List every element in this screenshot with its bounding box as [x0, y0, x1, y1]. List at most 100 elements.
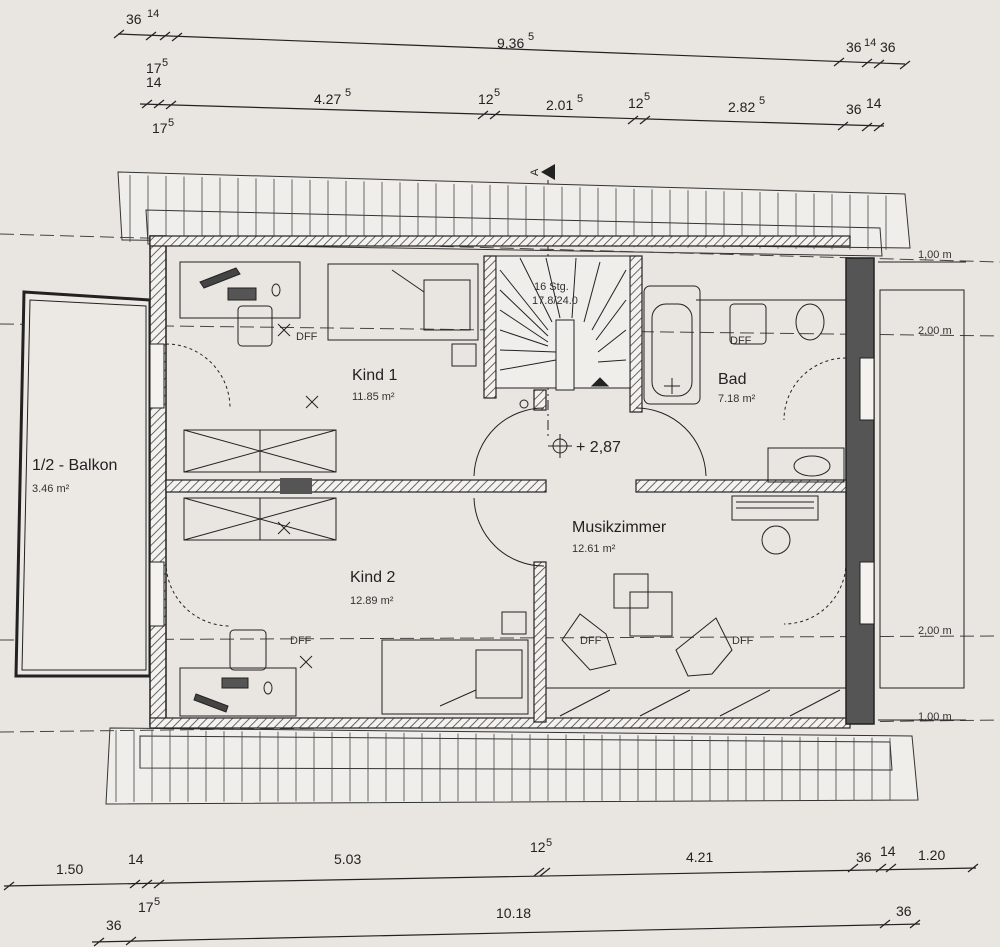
top2-seg2: 2.01 [546, 97, 573, 113]
wall-kind-divider [165, 479, 547, 493]
window-west-2 [149, 561, 165, 627]
roof-overhang-top [117, 171, 911, 257]
bad-furniture [643, 285, 846, 483]
wall-west [149, 235, 167, 727]
room-kind2-area: 12.89 m² [350, 595, 394, 607]
bottom2-right-36: 36 [896, 903, 912, 919]
room-bad-area: 7.18 m² [718, 393, 756, 405]
bed-kind2-pillow [475, 649, 523, 699]
roof-tiles-bottom [115, 730, 891, 802]
room-kind1-area: 11.85 m² [352, 391, 395, 403]
top2-w1-sup: 5 [494, 87, 500, 99]
toilet-bowl [795, 303, 825, 341]
top-dimension-line-2 [139, 99, 885, 132]
toilet [729, 303, 767, 345]
wall-stair-stub [533, 389, 547, 411]
armchair-1 [561, 613, 617, 671]
top2-seg3: 2.82 [728, 99, 755, 115]
bottom2-main: 10.18 [496, 905, 531, 921]
top1-main: 9.36 [497, 35, 524, 51]
stairs-ratio: 17.8/24.0 [532, 295, 578, 307]
top1-left-14: 14 [147, 8, 159, 20]
wall-north [149, 235, 851, 247]
bed-kind2-fold [439, 689, 477, 707]
wall-east [845, 257, 875, 725]
bed-kind1-fold [391, 269, 425, 293]
balcony [14, 290, 152, 678]
coffee-table [629, 591, 673, 637]
armchair-2 [675, 617, 733, 677]
top-dimension-line-1 [113, 29, 911, 70]
top1-left-36: 36 [126, 11, 142, 27]
lamp-icon [199, 267, 241, 289]
lamp-icon [193, 693, 229, 713]
bottom1-seg2: 5.03 [334, 851, 361, 867]
room-musik-name: Musikzimmer [572, 519, 667, 536]
room-kind1-name: Kind 1 [352, 367, 397, 384]
top2-seg3-sup: 5 [759, 95, 765, 107]
top1-right-36b: 36 [880, 39, 896, 55]
desk-kind1 [179, 261, 301, 319]
bed-kind1-pillow [423, 279, 471, 331]
bottom1-w1: 14 [128, 851, 144, 867]
mouse-icon [271, 283, 281, 297]
top1-left-175-sup: 5 [162, 57, 168, 69]
right-height-4: 1,00 m [918, 711, 952, 723]
window-east-1 [859, 357, 875, 421]
kind2-furniture [179, 521, 529, 717]
wall-bad-west [629, 255, 643, 413]
kind1-dff: DFF [296, 331, 318, 343]
room-balkon-area: 3.46 m² [32, 483, 70, 495]
stairs-count: 16 Stg. [534, 281, 569, 293]
wall-south [149, 717, 851, 729]
wall-bad-divider [635, 479, 847, 493]
top2-right-36: 36 [846, 101, 862, 117]
top1-left-175: 17 [146, 60, 162, 76]
bed-kind1 [327, 263, 479, 341]
top2-seg1: 4.27 [314, 91, 341, 107]
bottom2-left-175: 17 [138, 899, 154, 915]
top2-w1: 12 [478, 91, 494, 107]
keyboard-icon [221, 677, 249, 689]
musik-furniture [545, 495, 847, 719]
top2-w2-sup: 5 [644, 91, 650, 103]
room-kind2-name: Kind 2 [350, 569, 395, 586]
washbasin-counter [767, 447, 845, 483]
washbasin [793, 455, 831, 477]
nightstand-kind2 [501, 611, 527, 635]
right-height-1: 1,00 m [918, 249, 952, 261]
bathtub-inner [651, 303, 693, 397]
top2-w2: 12 [628, 95, 644, 111]
bad-dff: DFF [730, 335, 752, 347]
staircase [495, 255, 631, 409]
nightstand-kind1 [451, 343, 477, 367]
top2-seg1-sup: 5 [345, 87, 351, 99]
section-marker-label: A [529, 168, 541, 176]
top1-right-14: 14 [864, 37, 876, 49]
wall-chimney [280, 478, 312, 494]
bottom1-right-14: 14 [880, 843, 896, 859]
interior-walls [165, 255, 847, 723]
exterior-walls [149, 235, 875, 729]
bottom2-left-36: 36 [106, 917, 122, 933]
bench-seat [545, 687, 847, 719]
stair-post [519, 399, 529, 409]
top2-left-175: 17 [152, 120, 168, 136]
bottom1-w2-sup: 5 [546, 837, 552, 849]
stair-arrow-icon [590, 377, 610, 387]
bathtub [643, 285, 701, 405]
keyboard-icon [227, 287, 257, 301]
room-bad-name: Bad [718, 371, 746, 388]
bottom1-right-36: 36 [856, 849, 872, 865]
top1-right-36a: 36 [846, 39, 862, 55]
musik-dff-2: DFF [732, 635, 754, 647]
window-east-2 [859, 561, 875, 625]
chair-kind2 [229, 629, 267, 671]
bottom1-seg1: 1.50 [56, 861, 83, 877]
top2-left-14: 14 [146, 74, 162, 90]
chair-kind1 [237, 305, 273, 347]
wall-musik-west [533, 561, 547, 723]
section-arrow-icon [541, 164, 555, 180]
right-height-2: 2,00 m [918, 325, 952, 337]
